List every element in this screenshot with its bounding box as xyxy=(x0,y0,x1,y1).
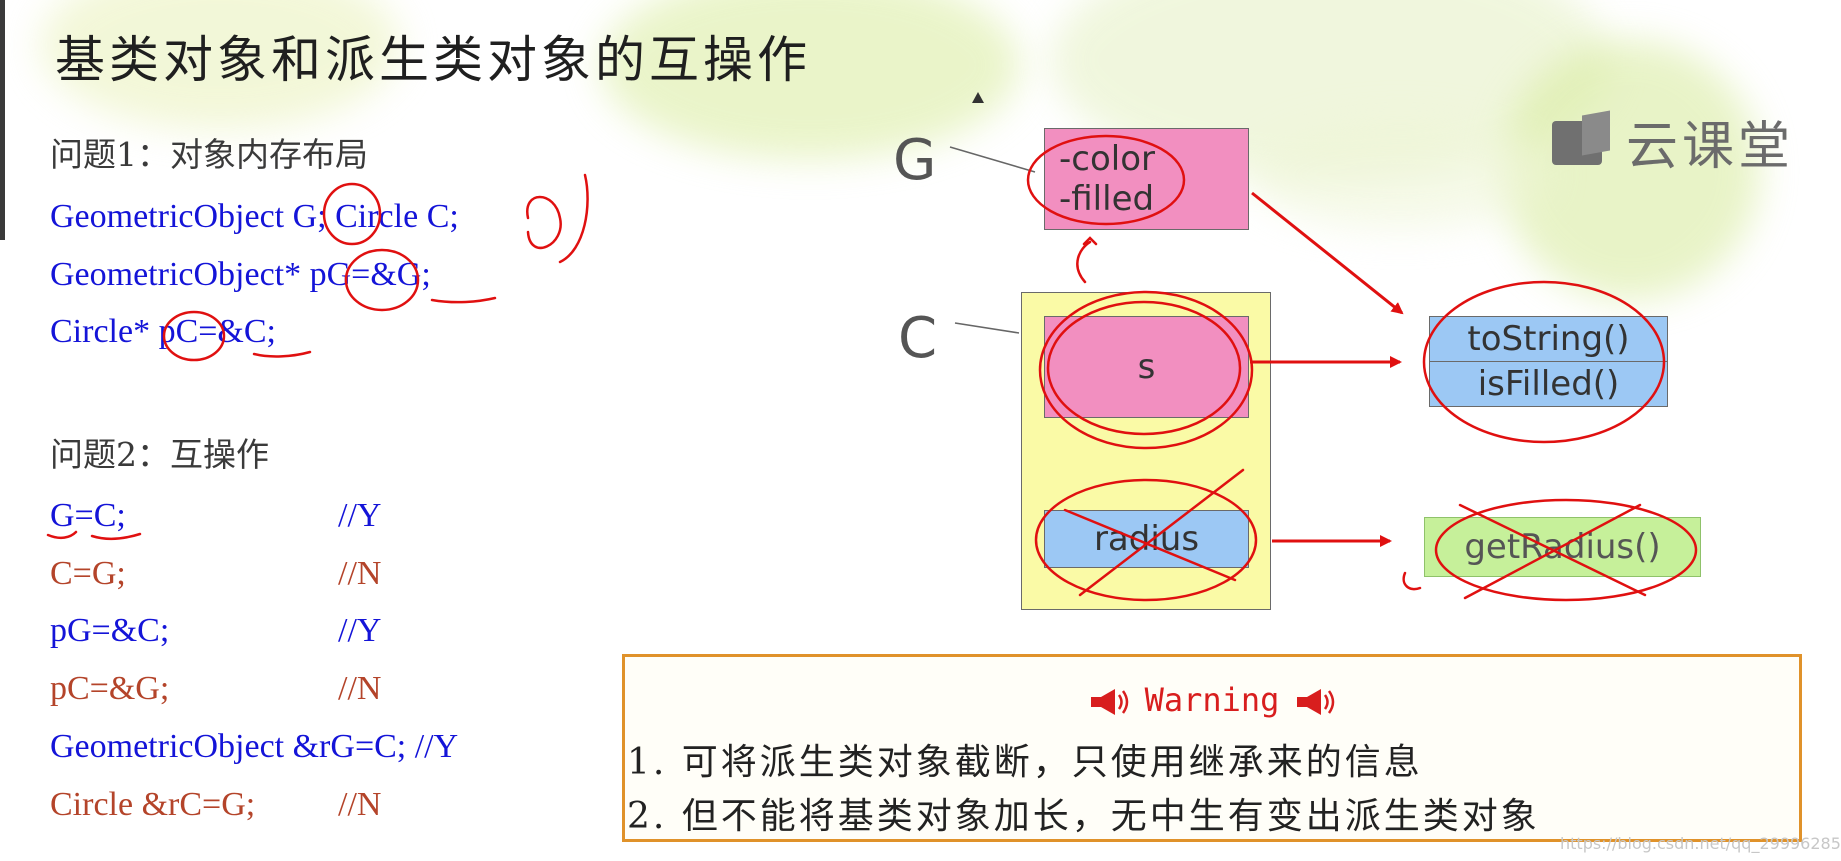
field-color: -color xyxy=(1059,139,1155,179)
base-object-box: -color -filled xyxy=(1044,128,1249,230)
handwritten-marks xyxy=(46,134,1698,773)
field-filled: -filled xyxy=(1059,179,1155,219)
interop-code-3: pG=&C; xyxy=(50,612,170,649)
interop-code-1: G=C; xyxy=(50,497,126,534)
interop-code-2: C=G; xyxy=(50,555,126,592)
method-isfilled: isFilled() xyxy=(1429,361,1668,407)
warning-line-1: 1. 可将派生类对象截断，只使用继承来的信息 xyxy=(627,742,1423,783)
arrow-g-to-methods xyxy=(1251,191,1404,315)
radius-field: radius xyxy=(1044,510,1249,568)
yunketang-logo: 云课堂 xyxy=(1552,104,1794,179)
warning-panel: Warning 1. 可将派生类对象截断，只使用继承来的信息 2. 但不能将基类… xyxy=(622,654,1802,842)
object-c-label: C xyxy=(898,306,938,371)
logo-icon xyxy=(1552,110,1612,171)
warning-title-text: Warning xyxy=(1144,681,1280,719)
interop-code-4: pC=&G; xyxy=(50,670,170,707)
megaphone-icon xyxy=(1297,689,1335,715)
logo-text: 云课堂 xyxy=(1626,117,1795,177)
watermark: https://blog.csdn.net/qq_29996285 xyxy=(1560,834,1841,853)
megaphone-icon xyxy=(1090,689,1128,715)
g-leader-line xyxy=(949,146,1036,173)
object-g-label: G xyxy=(893,128,937,193)
interop-code-6: Circle &rC=G; xyxy=(50,786,256,823)
code-line-3: Circle* pC=&C; xyxy=(50,313,276,350)
slide-title: 基类对象和派生类对象的互操作 xyxy=(55,31,811,89)
question-1-label: 问题1：对象内存布局 xyxy=(50,135,368,174)
interop-comment-4: //N xyxy=(338,670,382,707)
base-subobject-s: s xyxy=(1044,316,1249,418)
warning-title: Warning xyxy=(625,681,1799,719)
method-tostring: toString() xyxy=(1429,316,1668,362)
code-line-1: GeometricObject G; Circle C; xyxy=(50,198,459,235)
interop-comment-6: //N xyxy=(338,786,382,823)
window-edge xyxy=(0,0,5,240)
warning-line-2: 2. 但不能将基类对象加长，无中生有变出派生类对象 xyxy=(627,796,1540,837)
cursor-mark xyxy=(972,92,984,103)
question-2-label: 问题2：互操作 xyxy=(50,435,269,474)
code-line-2: GeometricObject* pG=&G; xyxy=(50,256,431,293)
c-leader-line xyxy=(954,322,1020,334)
interop-comment-3: //Y xyxy=(338,612,382,649)
interop-comment-2: //N xyxy=(338,555,382,592)
interop-code-5: GeometricObject &rG=C; //Y xyxy=(50,728,459,765)
interop-comment-1: //Y xyxy=(338,497,382,534)
